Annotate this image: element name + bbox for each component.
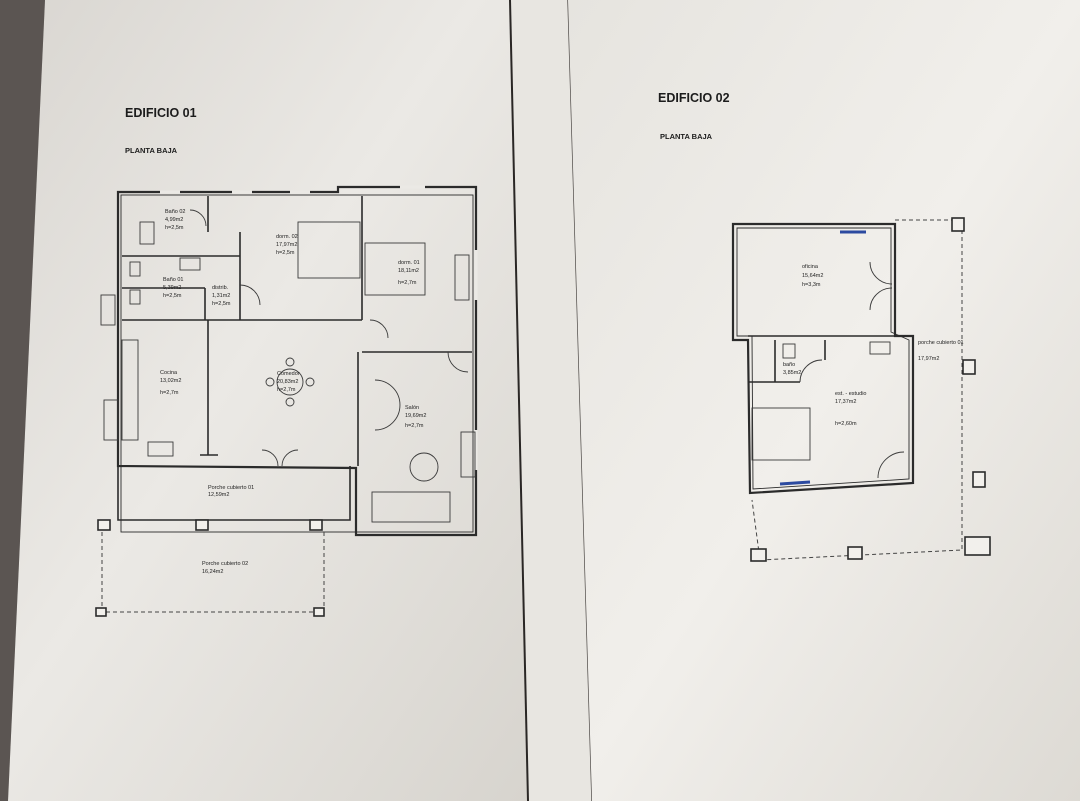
svg-text:h=2,5m: h=2,5m (212, 301, 231, 307)
svg-text:16,24m2: 16,24m2 (202, 569, 223, 575)
svg-text:h=2,7m: h=2,7m (405, 423, 424, 429)
plan-title-01: EDIFICIO 01 (125, 106, 197, 120)
svg-text:baño: baño (783, 362, 795, 368)
svg-text:h=2,5m: h=2,5m (276, 250, 295, 256)
svg-text:19,69m2: 19,69m2 (405, 413, 426, 419)
coffee-table (409, 452, 439, 482)
sheet-edificio-02 (568, 0, 1080, 801)
porch-02-outline (101, 532, 325, 613)
room-label-comedor: Comedor 20,83m2 h=2,7m (277, 371, 300, 393)
svg-text:est. - estudio: est. - estudio (835, 391, 867, 397)
sheet-divider-left (509, 0, 529, 801)
sheet-edificio-01 (8, 0, 528, 801)
toilet-02 (129, 289, 141, 305)
plan-subtitle-01: PLANTA BAJA (125, 146, 178, 155)
room-label-dorm-01: dorm. 01 18,11m2 h=2,7m (398, 260, 420, 286)
svg-text:17,97m2: 17,97m2 (918, 356, 939, 362)
room-label-porche-02: Porche cubierto 02 16,24m2 (202, 561, 248, 575)
interior-walls-02 (748, 335, 895, 383)
bed-dorm-02 (297, 221, 361, 279)
exterior-walls-02 (731, 222, 915, 495)
room-label-salon: Salón 19,69m2 h=2,7m (405, 405, 426, 429)
washbasin-e02 (869, 341, 891, 355)
toilet-01 (129, 261, 141, 277)
washbasin-01 (179, 257, 201, 271)
door-swings-01 (189, 209, 469, 467)
svg-text:dorm. 01: dorm. 01 (398, 260, 420, 266)
shower-02 (139, 221, 155, 245)
svg-text:h=2,5m: h=2,5m (163, 293, 182, 299)
room-label-cocina: Cocina 13,02m2 h=2,7m (160, 370, 181, 396)
window-blue-02 (779, 480, 811, 486)
svg-text:4,99m2: 4,99m2 (165, 217, 183, 223)
svg-text:13,02m2: 13,02m2 (160, 378, 181, 384)
svg-text:20,83m2: 20,83m2 (277, 379, 298, 385)
svg-text:h=2,7m: h=2,7m (398, 280, 417, 286)
svg-text:Baño 01: Baño 01 (163, 277, 184, 283)
plan-title-02: EDIFICIO 02 (658, 91, 730, 105)
kitchen-counter (121, 339, 139, 441)
paper-strip-middle (510, 0, 592, 801)
window-01 (454, 254, 470, 301)
svg-text:3,85m2: 3,85m2 (783, 370, 801, 376)
svg-text:17,37m2: 17,37m2 (835, 399, 856, 405)
svg-text:Baño 02: Baño 02 (165, 209, 186, 215)
window-02 (460, 431, 476, 478)
exterior-walls-01 (116, 185, 478, 537)
svg-text:porche cubierto 01: porche cubierto 01 (918, 340, 964, 346)
paper-edge-left (0, 0, 45, 801)
bed-e02 (751, 407, 811, 461)
room-label-porche-e02: porche cubierto 01 17,97m2 (918, 340, 964, 362)
dining-table (276, 368, 304, 396)
plan-subtitle-02: PLANTA BAJA (660, 132, 713, 141)
room-label-porche-01: Porche cubierto 01 12,59m2 (208, 485, 254, 498)
room-label-estudio: est. - estudio 17,37m2 h=2,60m (835, 391, 867, 427)
porch-02-posts (95, 607, 325, 617)
bed-dorm-01 (364, 242, 426, 296)
porch-01-outline (117, 466, 351, 521)
door-swings-02 (799, 261, 905, 479)
svg-text:Cocina: Cocina (160, 370, 178, 376)
svg-text:5,39m2: 5,39m2 (163, 285, 181, 291)
svg-text:dorm. 02: dorm. 02 (276, 234, 298, 240)
exterior-wall-inner-line-02 (736, 227, 910, 490)
svg-text:15,64m2: 15,64m2 (802, 273, 823, 279)
room-label-bano-02: Baño 02 4,99m2 h=2,5m (165, 209, 186, 231)
interior-walls-01 (122, 196, 472, 466)
svg-text:Salón: Salón (405, 405, 419, 411)
room-label-oficina: oficina 15,64m2 h=3,3m (802, 264, 823, 288)
svg-text:Porche cubierto 01: Porche cubierto 01 (208, 485, 254, 491)
window-03 (100, 294, 116, 326)
svg-text:18,11m2: 18,11m2 (398, 268, 419, 274)
room-label-distrib: distrib. 1,31m2 h=2,5m (212, 285, 231, 307)
floor-plan-02: oficina 15,64m2 h=3,3m porche cubierto 0… (731, 217, 991, 562)
kitchen-sink (147, 441, 174, 457)
toilet-e02 (782, 343, 796, 359)
porch-e02-posts (750, 217, 991, 562)
svg-text:h=2,5m: h=2,5m (165, 225, 184, 231)
room-label-dorm-02: dorm. 02 17,97m2 h=2,5m (276, 234, 298, 256)
porch-01-posts (97, 519, 323, 531)
porch-e02-outline (751, 219, 963, 561)
svg-text:h=3,3m: h=3,3m (802, 282, 821, 288)
svg-text:distrib.: distrib. (212, 285, 229, 291)
svg-text:oficina: oficina (802, 264, 819, 270)
svg-text:h=2,7m: h=2,7m (160, 390, 179, 396)
room-label-bano-01: Baño 01 5,39m2 h=2,5m (163, 277, 184, 299)
floor-plan-01: Baño 02 4,99m2 h=2,5m dorm. 02 17,97m2 h… (95, 185, 478, 617)
svg-text:h=2,7m: h=2,7m (277, 387, 296, 393)
svg-text:17,97m2: 17,97m2 (276, 242, 297, 248)
window-04 (103, 399, 119, 441)
svg-text:Comedor: Comedor (277, 371, 300, 377)
svg-text:Porche cubierto 02: Porche cubierto 02 (202, 561, 248, 567)
room-label-bano-e02: baño 3,85m2 (783, 362, 801, 376)
dining-chairs (265, 357, 315, 407)
svg-text:h=2,60m: h=2,60m (835, 421, 857, 427)
svg-text:12,59m2: 12,59m2 (208, 492, 229, 498)
svg-text:1,31m2: 1,31m2 (212, 293, 230, 299)
exterior-wall-inner-line (120, 194, 474, 533)
sofa (371, 491, 451, 523)
